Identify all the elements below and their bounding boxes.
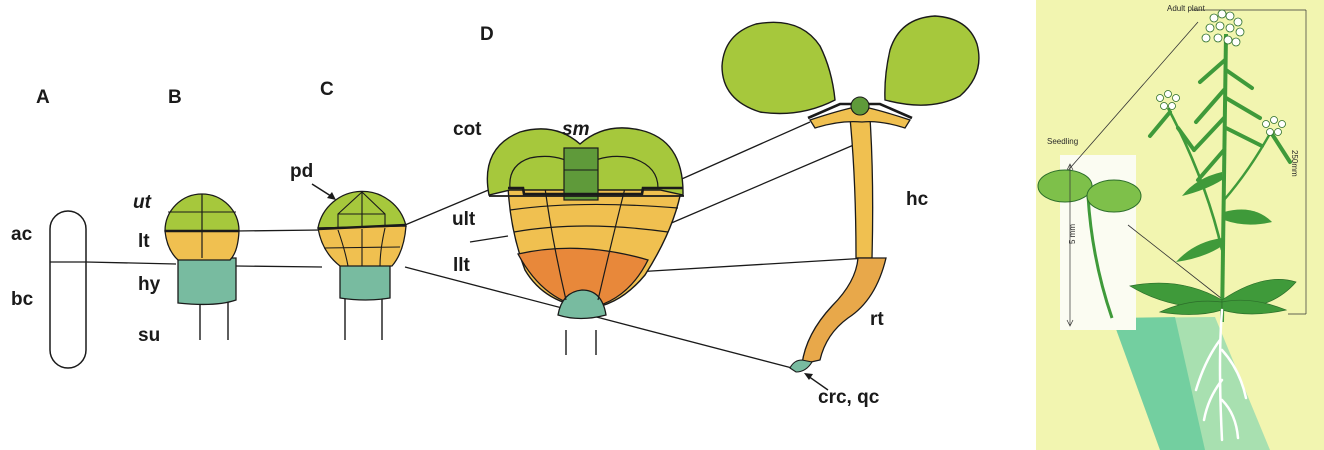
label-lt: lt (138, 231, 150, 252)
label-llt: llt (453, 255, 471, 276)
label-sm: sm (562, 119, 590, 140)
label-adult-plant: Adult plant (1167, 4, 1206, 13)
stage-c-embryo (318, 191, 406, 340)
label-scale-small: 5 mm (1068, 224, 1077, 244)
panel-label-d: D (480, 24, 494, 45)
label-hc: hc (906, 189, 929, 210)
label-scale-large: 250mm (1290, 150, 1299, 177)
stage-b-embryo (165, 194, 239, 340)
pd-arrowhead (327, 192, 336, 200)
label-ult: ult (452, 209, 476, 230)
label-ut: ut (133, 192, 152, 213)
label-rt: rt (870, 309, 884, 330)
label-ac: ac (11, 224, 33, 245)
panel-label-b: B (168, 87, 182, 108)
plant-illustration-panel (1036, 0, 1324, 450)
panel-label-a: A (36, 87, 50, 108)
label-su: su (138, 325, 160, 346)
label-cot: cot (453, 119, 482, 140)
label-bc: bc (11, 289, 34, 310)
stage-a-embryo (50, 211, 86, 368)
label-hy: hy (138, 274, 161, 295)
label-pd: pd (290, 161, 313, 182)
label-seedling: Seedling (1047, 137, 1078, 146)
stage-d-embryo (487, 128, 684, 355)
panel-label-c: C (320, 79, 334, 100)
seedling-diagram (722, 16, 979, 372)
